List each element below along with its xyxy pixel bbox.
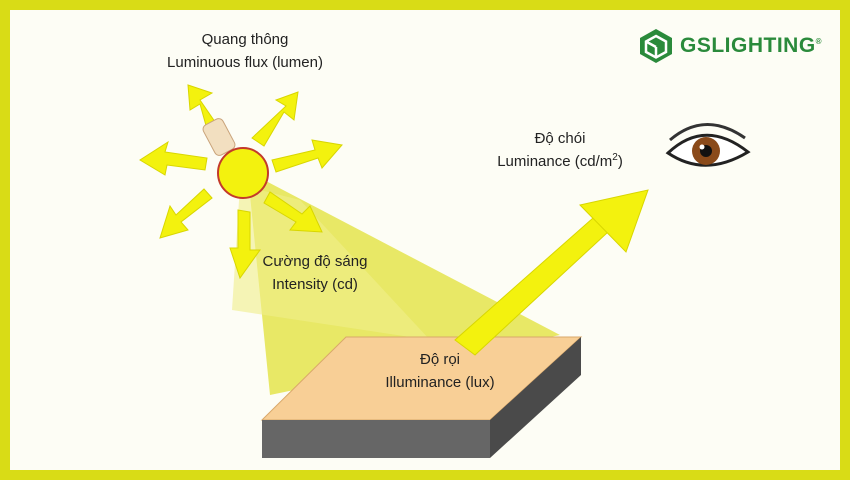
flux-label: Quang thông Luminuous flux (lumen): [140, 28, 350, 75]
flux-label-vi: Quang thông: [201, 31, 289, 48]
luminance-label-en: Luminance (cd/m2): [460, 150, 660, 173]
luminance-unit-close: ): [617, 153, 623, 171]
eye-icon: [665, 123, 751, 167]
gs-logo-icon: [640, 29, 672, 63]
luminance-label-vi: Độ chói: [534, 130, 586, 147]
flux-arrows: [139, 84, 343, 280]
brand-registered-mark: ®: [815, 37, 823, 46]
brand-name: GSLIGHTING®: [680, 34, 822, 58]
intensity-label: Cường độ sáng Intensity (cd): [250, 250, 380, 297]
intensity-label-en: Intensity (cd): [272, 276, 358, 294]
surface-front: [262, 420, 490, 458]
light-beam-inner: [232, 185, 430, 340]
intensity-label-vi: Cường độ sáng: [262, 253, 368, 270]
luminance-unit-text: Luminance (cd/m: [497, 153, 613, 171]
luminance-arrow: [454, 189, 649, 356]
luminance-label: Độ chói Luminance (cd/m2): [460, 127, 660, 174]
illuminance-label: Độ rọi Illuminance (lux): [350, 348, 530, 395]
luminance-unit-sup: 2: [612, 152, 618, 164]
sun-bulb-icon: [202, 118, 269, 199]
brand-logo: GSLIGHTING®: [638, 28, 822, 64]
surface-side: [490, 337, 581, 458]
flux-label-en: Luminuous flux (lumen): [167, 54, 323, 72]
illuminance-label-vi: Độ rọi: [419, 351, 460, 368]
illuminance-label-en: Illuminance (lux): [385, 374, 495, 392]
brand-name-text: GSLIGHTING: [680, 34, 816, 57]
